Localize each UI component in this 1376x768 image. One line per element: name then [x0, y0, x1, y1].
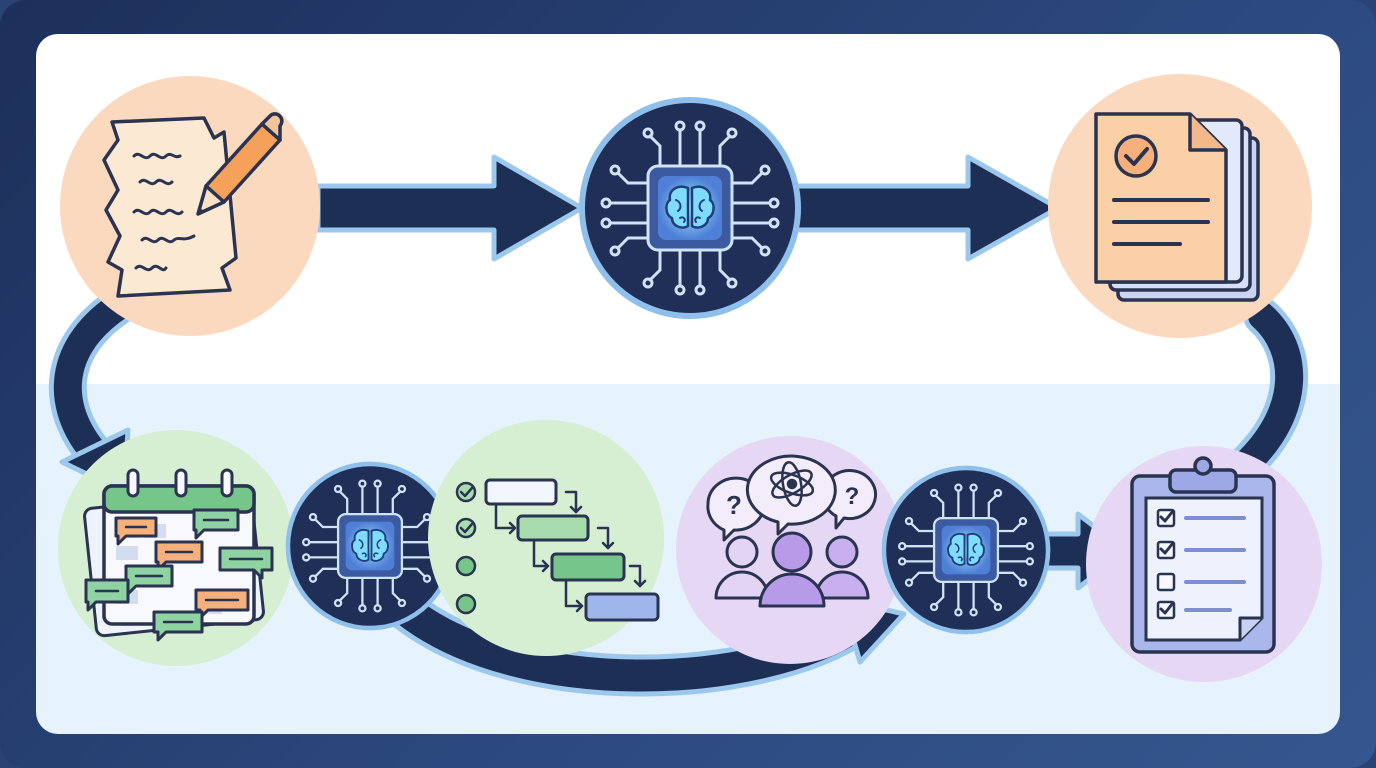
diagram-panel: ? ? [36, 34, 1340, 734]
arrow-ai-to-documents [793, 154, 1061, 262]
task-flow-checklist-icon [455, 478, 660, 622]
clipboard-checklist-icon [1130, 456, 1276, 654]
ai-processor-right-node [884, 468, 1048, 632]
ai-processor-left-node [288, 464, 452, 628]
handwritten-notes-icon [102, 112, 284, 298]
organized-documents-node [1048, 74, 1312, 338]
pencil-icon [196, 112, 284, 216]
workflow-diagram: ? ? [48, 74, 1322, 697]
calendar-chat-node [58, 430, 294, 666]
svg-text:?: ? [845, 483, 860, 510]
checklist-node [1086, 446, 1322, 682]
ai-processor-top-node [582, 100, 798, 316]
svg-text:?: ? [726, 490, 742, 520]
team-discussion-node: ? ? [676, 436, 904, 664]
arrow-notes-to-ai [315, 154, 585, 262]
ai-brain-chip-icon [582, 100, 798, 316]
arrow-loop-right [1231, 297, 1308, 479]
ai-brain-chip-icon [884, 468, 1048, 632]
calendar-messages-icon [83, 468, 274, 642]
team-questions-icon: ? ? [706, 454, 878, 608]
checked-document-stack-icon [1094, 112, 1260, 302]
messy-notes-node [60, 76, 320, 336]
ai-brain-chip-icon [288, 464, 452, 628]
task-flow-node [428, 420, 664, 656]
